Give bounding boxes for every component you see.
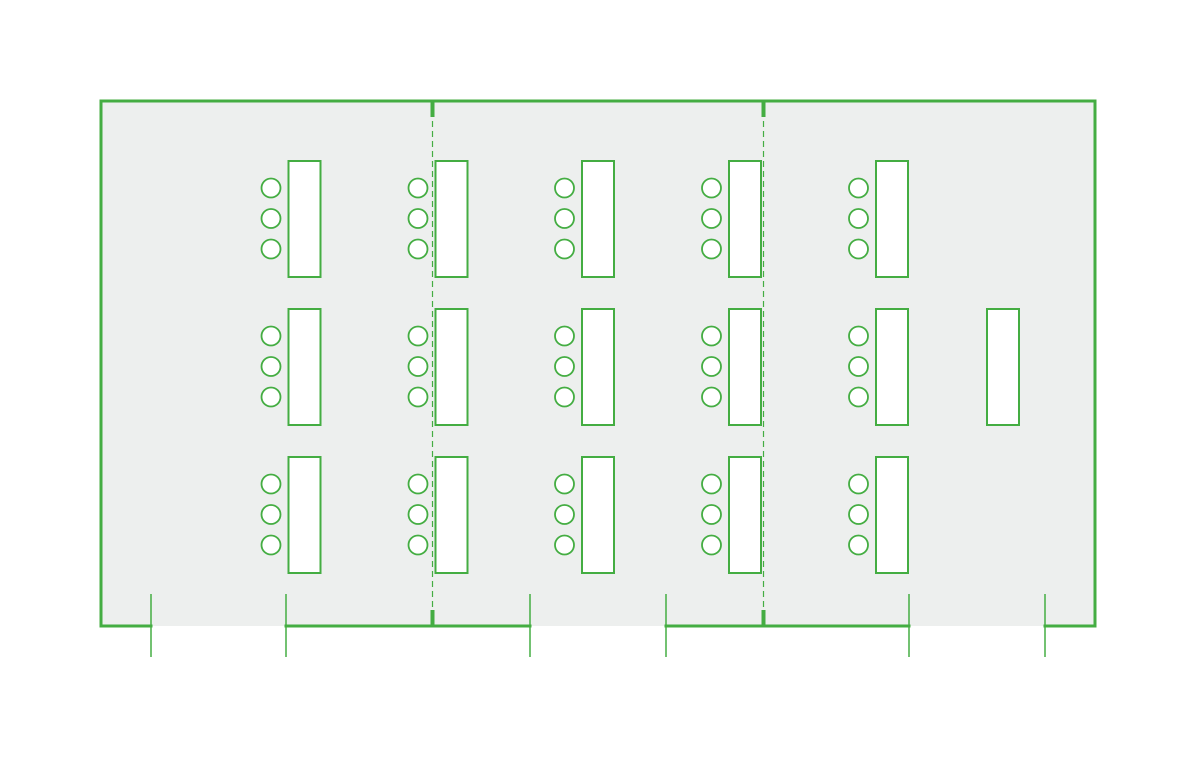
classroom-table [875, 308, 909, 426]
chair [407, 325, 429, 347]
chair [701, 356, 722, 377]
chair [848, 473, 869, 495]
chair [848, 208, 869, 229]
chair [407, 356, 429, 377]
chair [260, 325, 282, 347]
chair [260, 238, 282, 260]
chair [554, 386, 575, 408]
chair [554, 177, 575, 199]
table-group [554, 456, 615, 574]
table-group [701, 160, 762, 278]
chair [407, 386, 429, 408]
chair [701, 177, 722, 199]
chair [260, 504, 282, 525]
chair [260, 473, 282, 495]
partition-cap-top [761, 101, 766, 117]
chair [260, 356, 282, 377]
chair [260, 177, 282, 199]
chair [554, 356, 575, 377]
classroom-table [434, 456, 469, 574]
chair [701, 325, 722, 347]
classroom-table [728, 456, 762, 574]
partition-cap-bottom [430, 610, 435, 626]
chair [848, 504, 869, 525]
chair [848, 386, 869, 408]
table-group [260, 308, 322, 426]
chair [848, 356, 869, 377]
table-group [848, 308, 909, 426]
chair [554, 473, 575, 495]
classroom-table [581, 456, 615, 574]
table-group [407, 456, 469, 574]
classroom-table [875, 160, 909, 278]
chair [407, 238, 429, 260]
classroom-table [581, 160, 615, 278]
classroom-table [287, 308, 322, 426]
table-group [554, 308, 615, 426]
partition-lines [430, 101, 766, 626]
table-group [260, 160, 322, 278]
partition-cap-bottom [761, 610, 766, 626]
chair [260, 534, 282, 556]
presenter-area [986, 308, 1020, 426]
table-group [407, 160, 469, 278]
chair [848, 177, 869, 199]
chair [407, 534, 429, 556]
chair [701, 386, 722, 408]
chair [260, 208, 282, 229]
table-group [848, 160, 909, 278]
classroom-table [434, 308, 469, 426]
classroom-table [434, 160, 469, 278]
presenter-table [986, 308, 1020, 426]
classroom-table [581, 308, 615, 426]
chair [701, 208, 722, 229]
chair [554, 238, 575, 260]
classroom-table [287, 456, 322, 574]
chair [701, 534, 722, 556]
chair [554, 534, 575, 556]
table-group [554, 160, 615, 278]
classroom-table [875, 456, 909, 574]
chair [848, 325, 869, 347]
chair [848, 238, 869, 260]
partition-cap-top [430, 101, 435, 117]
chair [554, 504, 575, 525]
table-group [407, 308, 469, 426]
classroom-table [728, 160, 762, 278]
table-group [701, 308, 762, 426]
chair [554, 325, 575, 347]
chair [260, 386, 282, 408]
classroom-table [287, 160, 322, 278]
seating-area [260, 160, 909, 574]
chair [701, 504, 722, 525]
doorways [150, 594, 1046, 657]
chair [554, 208, 575, 229]
chair [701, 473, 722, 495]
chair [407, 177, 429, 199]
table-group [848, 456, 909, 574]
chair [848, 534, 869, 556]
table-group [260, 456, 322, 574]
classroom-table [728, 308, 762, 426]
chair [407, 208, 429, 229]
chair [407, 473, 429, 495]
chair [701, 238, 722, 260]
table-group [701, 456, 762, 574]
chair [407, 504, 429, 525]
